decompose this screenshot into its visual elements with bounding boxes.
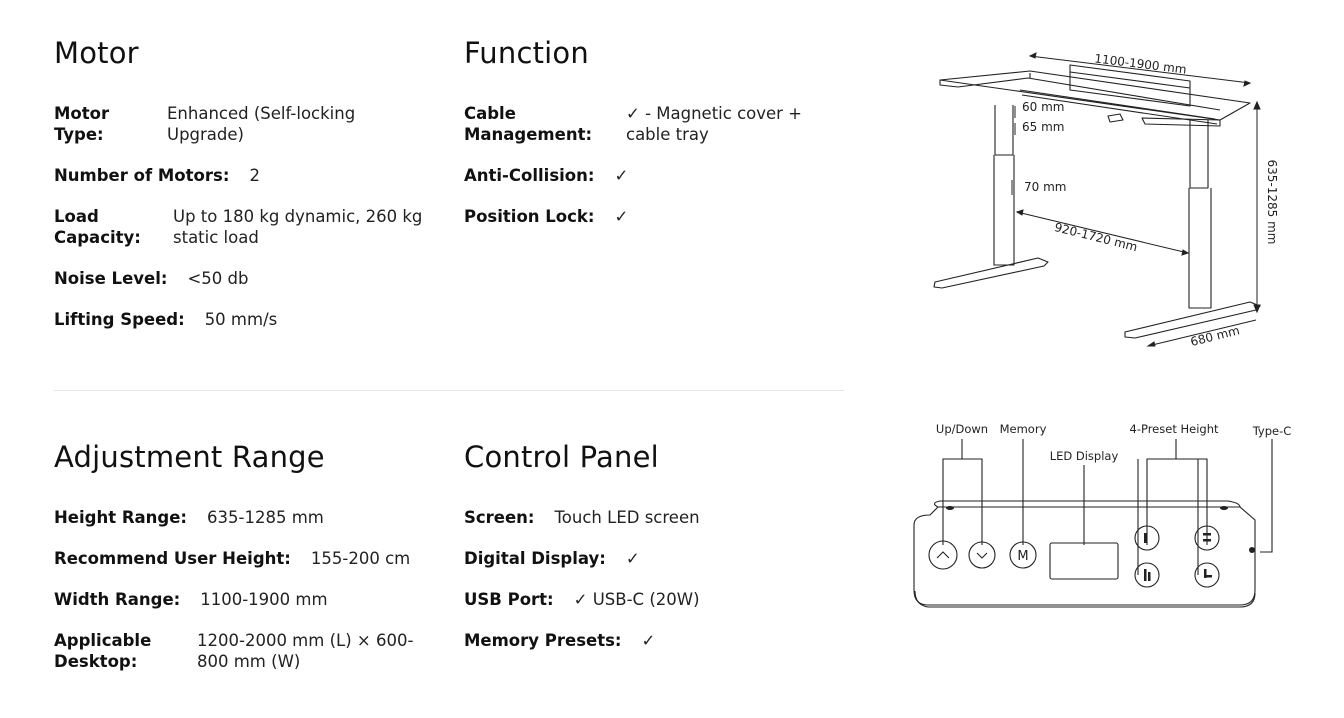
- left-foot: [933, 257, 1049, 289]
- spec-label: Cable Management:: [464, 104, 593, 144]
- control-panel-section-title: Control Panel: [464, 440, 659, 474]
- memory-button: [1009, 541, 1037, 569]
- spec-value: 50 mm/s: [204, 310, 278, 329]
- preset-button-3: [1134, 562, 1160, 588]
- upper-column-label: 65 mm: [1022, 120, 1064, 134]
- left-column-upper: [994, 105, 1014, 156]
- memory-callout-label: Memory: [1000, 422, 1047, 436]
- spec-number-of-motors: Number of Motors: 2: [54, 165, 260, 186]
- width-dimension-label: 1100-1900 mm: [1094, 51, 1188, 76]
- spec-value: ✓: [641, 631, 656, 650]
- spec-cable-management: Cable Management: ✓ - Magnetic cover + c…: [464, 103, 836, 145]
- preset-button-1: [1134, 525, 1160, 551]
- spec-value: Touch LED screen: [554, 508, 700, 527]
- spec-motor-type: Motor Type: Enhanced (Self-locking Upgra…: [54, 103, 397, 145]
- spec-memory-presets: Memory Presets: ✓: [464, 630, 655, 651]
- spec-usb-port: USB Port: ✓ USB-C (20W): [464, 589, 700, 610]
- foot-length-label: 680 mm: [1189, 323, 1241, 349]
- spec-label: USB Port:: [464, 590, 554, 609]
- up-down-callout-label: Up/Down: [936, 422, 988, 436]
- spec-label: Applicable Desktop:: [54, 631, 152, 671]
- type-c-callout-label: Type-C: [1252, 424, 1292, 438]
- spec-load-capacity: Load Capacity: Up to 180 kg dynamic, 260…: [54, 206, 443, 248]
- function-section-title: Function: [464, 36, 589, 70]
- desk-frame-diagram: 1100-1900 mm 60 mm 65 mm 70 mm 920-1720 …: [933, 51, 1279, 349]
- spec-value: 635-1285 mm: [207, 508, 324, 527]
- spec-value: ✓ USB-C (20W): [573, 590, 700, 609]
- lower-column-label: 70 mm: [1024, 180, 1066, 194]
- preset-height-callout-label: 4-Preset Height: [1130, 422, 1219, 436]
- spec-label: Noise Level:: [54, 269, 168, 288]
- spec-applicable-desktop: Applicable Desktop: 1200-2000 mm (L) × 6…: [54, 630, 437, 672]
- height-dimension-label: 635-1285 mm: [1265, 160, 1279, 245]
- spec-label: Number of Motors:: [54, 166, 230, 185]
- cable-tray: [1069, 71, 1191, 107]
- spec-label: Digital Display:: [464, 549, 606, 568]
- top-gap-label: 60 mm: [1022, 100, 1064, 114]
- down-arrow-icon: [976, 552, 988, 559]
- spec-label: Anti-Collision:: [464, 166, 595, 185]
- spec-digital-display: Digital Display: ✓: [464, 548, 640, 569]
- up-arrow-icon: [936, 551, 950, 559]
- spec-label: Recommend User Height:: [54, 549, 291, 568]
- spec-value: 155-200 cm: [310, 549, 411, 568]
- spec-label: Position Lock:: [464, 207, 595, 226]
- led-display-callout-label: LED Display: [1050, 449, 1119, 463]
- spec-label: Load Capacity:: [54, 207, 141, 247]
- preset-button-4: [1194, 562, 1220, 588]
- spec-value: <50 db: [187, 269, 249, 288]
- right-column-upper: [1189, 120, 1209, 189]
- spec-noise-level: Noise Level: <50 db: [54, 268, 248, 289]
- memory-key-glyph: M: [1017, 549, 1028, 564]
- spec-label: Height Range:: [54, 508, 188, 527]
- right-column-lower: [1188, 188, 1212, 309]
- spec-label: Motor Type:: [54, 104, 110, 144]
- left-column-lower: [993, 155, 1015, 266]
- spec-value: ✓ - Magnetic cover + cable tray: [626, 104, 803, 144]
- spec-recommend-user-height: Recommend User Height: 155-200 cm: [54, 548, 410, 569]
- up-button: [928, 540, 958, 570]
- spec-value: ✓: [614, 166, 629, 185]
- spec-value: 1100-1900 mm: [200, 590, 328, 609]
- spec-height-range: Height Range: 635-1285 mm: [54, 507, 324, 528]
- spec-label: Screen:: [464, 508, 535, 527]
- spec-value: ✓: [625, 549, 640, 568]
- adjustment-section-title: Adjustment Range: [54, 440, 325, 474]
- section-divider: [54, 390, 844, 391]
- spec-value: 1200-2000 mm (L) × 600-800 mm (W): [197, 631, 414, 671]
- led-display: [1049, 542, 1119, 580]
- spec-width-range: Width Range: 1100-1900 mm: [54, 589, 328, 610]
- motor-section-title: Motor: [54, 36, 139, 70]
- spec-label: Width Range:: [54, 590, 181, 609]
- spec-screen: Screen: Touch LED screen: [464, 507, 700, 528]
- spec-anti-collision: Anti-Collision: ✓: [464, 165, 628, 186]
- down-button: [968, 541, 996, 569]
- spec-lifting-speed: Lifting Speed: 50 mm/s: [54, 309, 277, 330]
- spec-value: 2: [249, 166, 260, 185]
- spec-label: Memory Presets:: [464, 631, 622, 650]
- control-panel-diagram: M Up/Down Memory LED Display 4-Preset He…: [913, 422, 1292, 608]
- spec-position-lock: Position Lock: ✓: [464, 206, 628, 227]
- spec-value: Up to 180 kg dynamic, 260 kg static load: [173, 207, 423, 247]
- preset-button-2: [1194, 525, 1220, 551]
- inner-width-label: 920-1720 mm: [1053, 220, 1139, 254]
- spec-label: Lifting Speed:: [54, 310, 185, 329]
- spec-value: Enhanced (Self-locking Upgrade): [167, 104, 356, 144]
- frame-crossbar: [939, 70, 1251, 121]
- spec-value: ✓: [614, 207, 629, 226]
